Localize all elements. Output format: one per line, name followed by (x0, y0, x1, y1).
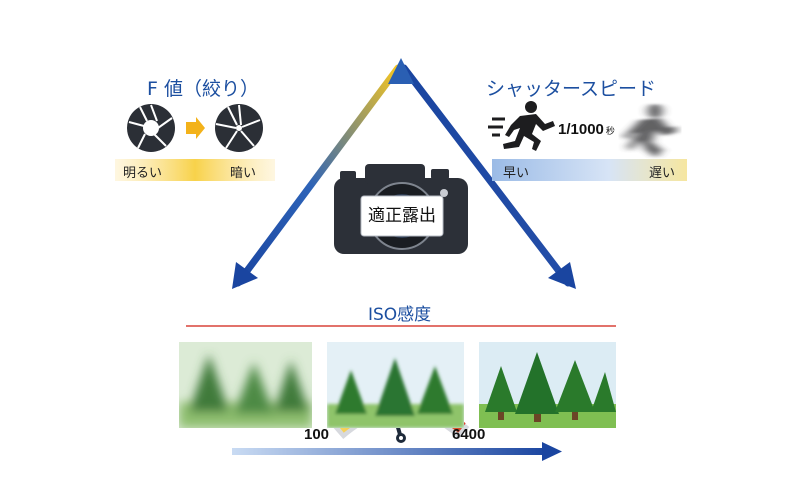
shutter-fast-label: 早い (503, 166, 530, 181)
iso-max-label: 6400 (452, 426, 486, 443)
running-person-blurred-icon (624, 104, 676, 158)
center-label: 適正露出 (368, 206, 436, 226)
arrow-right-icon (186, 117, 205, 139)
running-person-icon (488, 101, 555, 151)
aperture-dark-label: 暗い (230, 166, 257, 181)
iso-arrow-head (542, 442, 562, 461)
iso-min-label: 100 (304, 426, 330, 443)
triangle-left-edge (234, 64, 402, 287)
shutter-title: シャッタースピード (486, 78, 657, 100)
iso-title: ISO感度 (368, 305, 432, 325)
triangle-right-edge (400, 64, 572, 287)
iso-arrow-shaft (232, 448, 548, 455)
aperture-open-icon (127, 104, 175, 152)
arrow-head-right (548, 262, 576, 289)
shutter-slow-label: 遅い (649, 166, 676, 181)
iso-high-thumbnail (479, 342, 616, 428)
shutter-band (492, 159, 687, 181)
camera-icon (334, 164, 468, 254)
aperture-closed-icon (215, 104, 263, 152)
iso-mid-thumbnail (327, 342, 464, 428)
arrow-head-top (388, 58, 414, 84)
aperture-band (115, 159, 275, 181)
aperture-bright-label: 明るい (123, 166, 163, 181)
aperture-title: F 値（絞り） (147, 78, 259, 100)
arrow-head-left (232, 262, 258, 289)
iso-low-thumbnail (179, 342, 312, 428)
